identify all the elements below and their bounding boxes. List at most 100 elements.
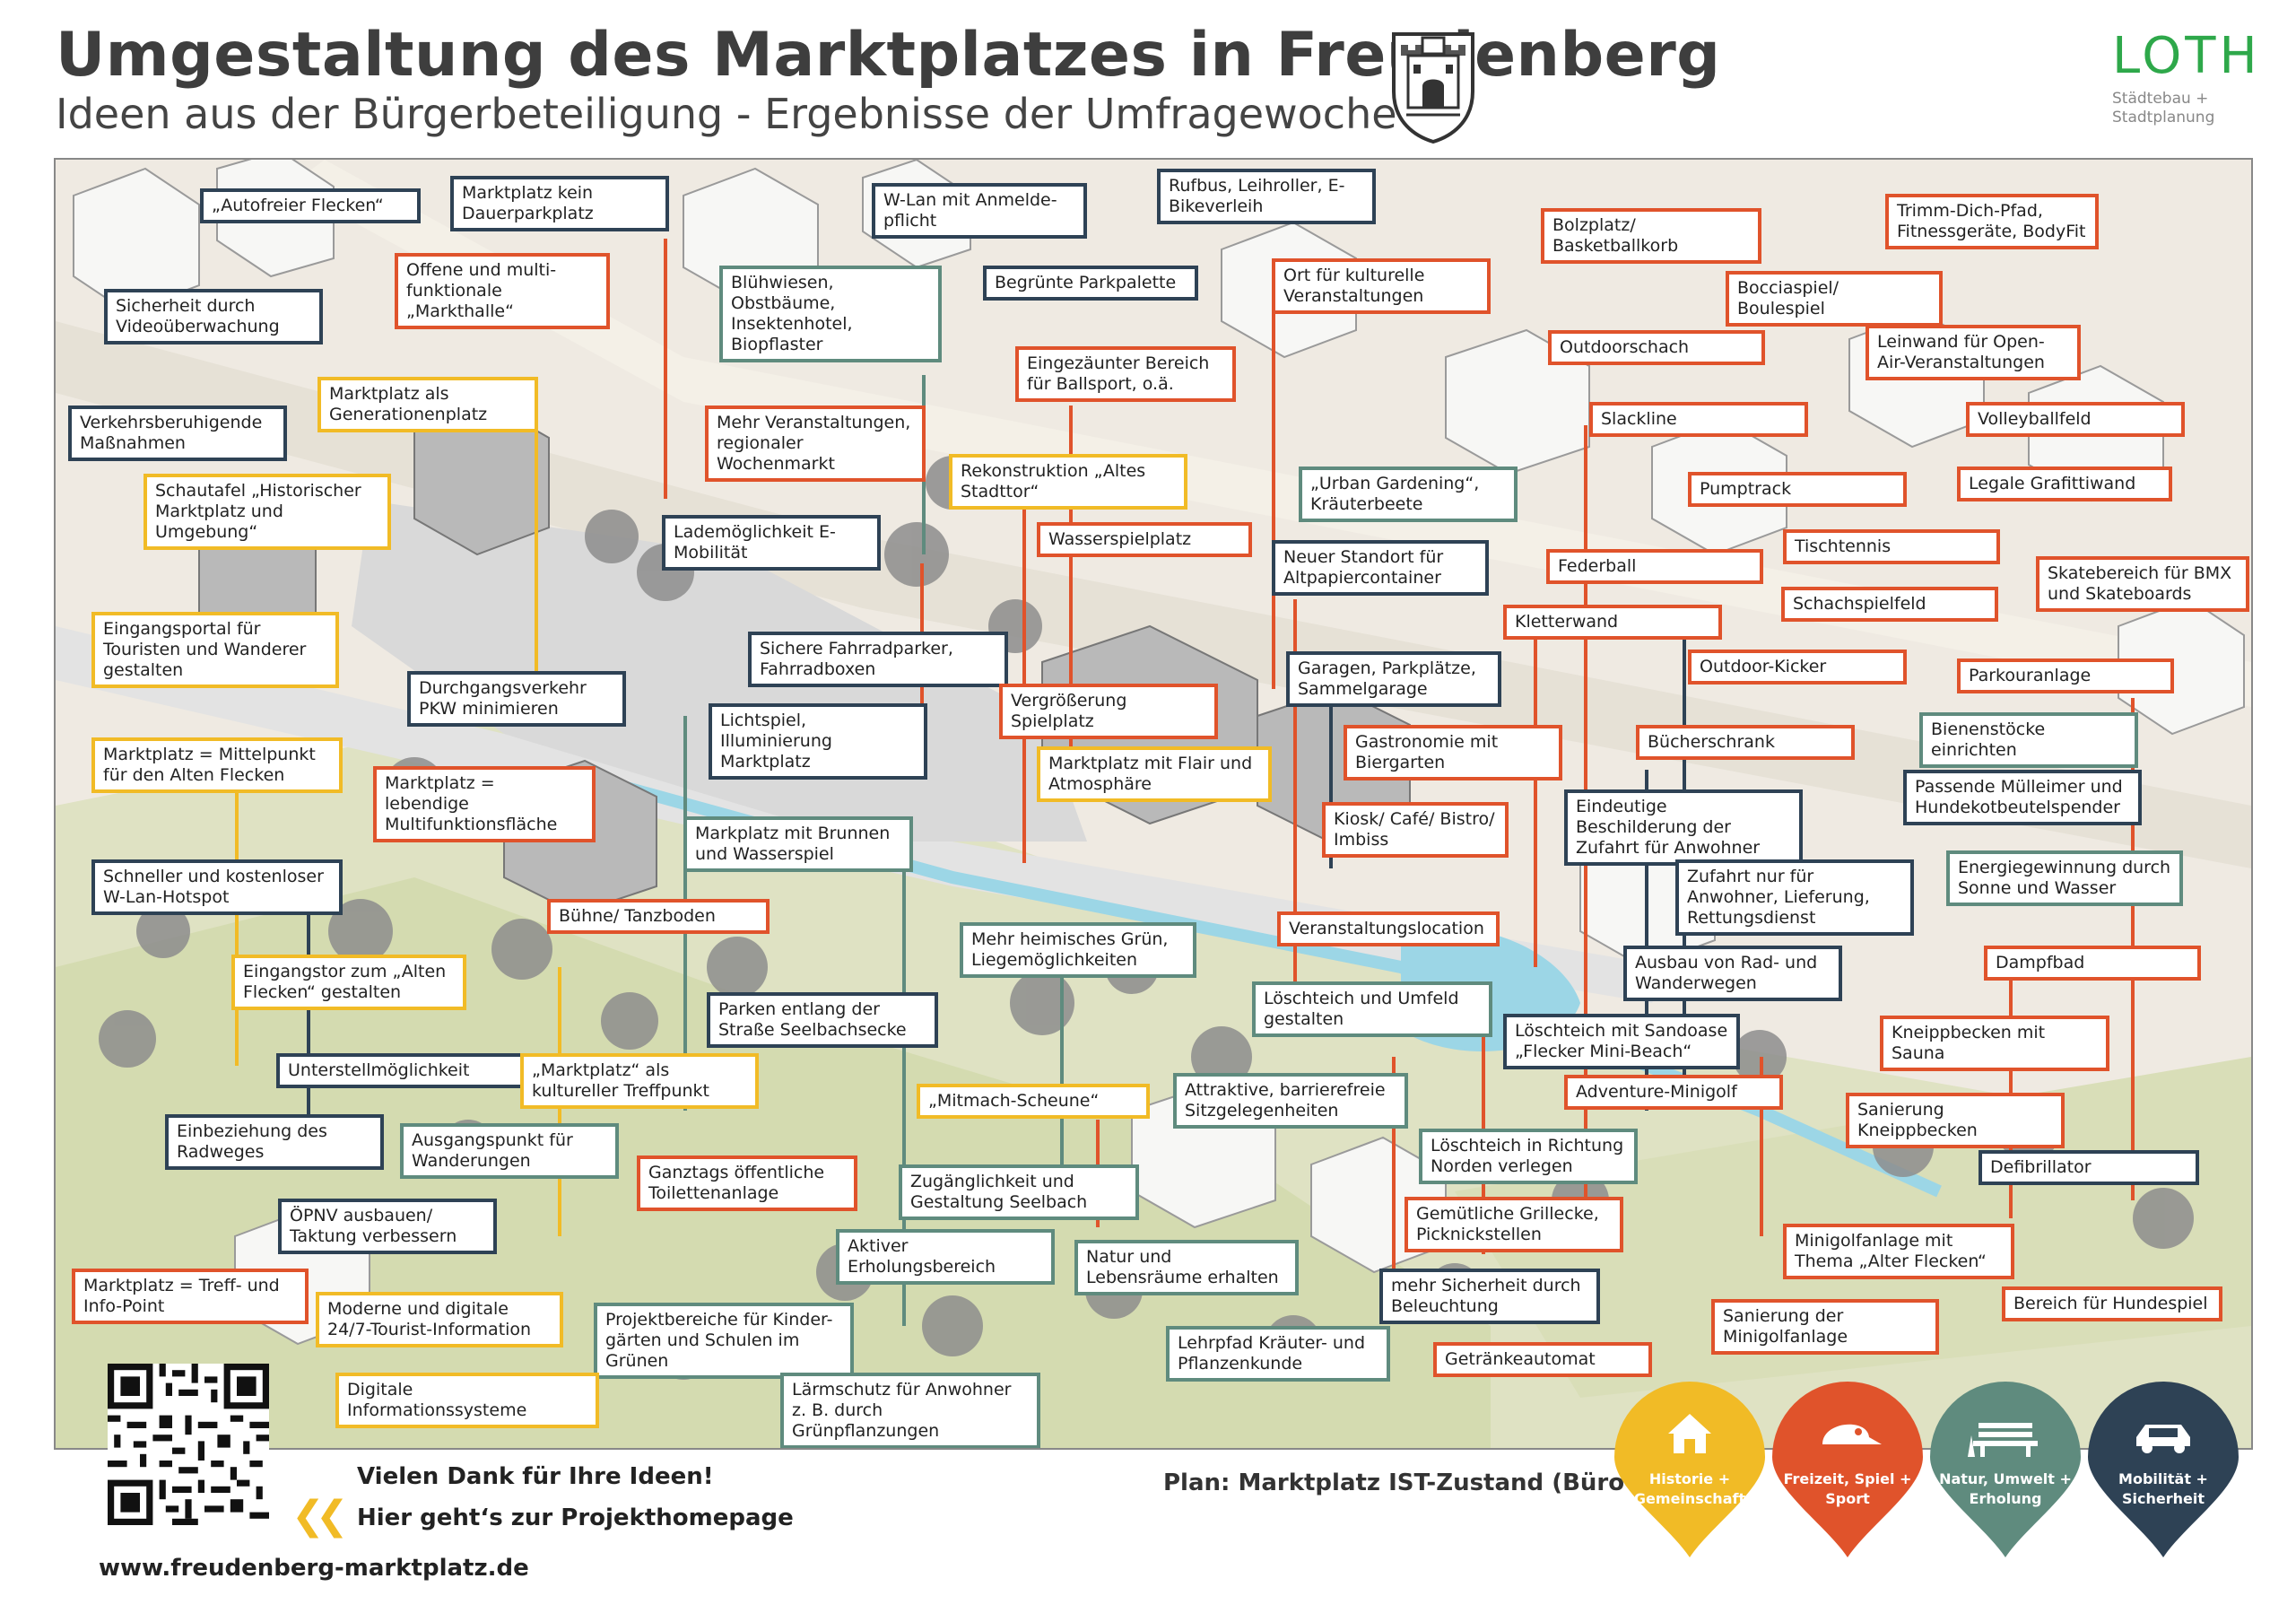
cap-icon xyxy=(1822,1424,1882,1444)
connector-line xyxy=(1482,985,1485,1254)
idea-label-graffitiwand: Legale Grafittiwand xyxy=(1957,467,2172,501)
idea-label-kultureller-treffpunkt: „Marktplatz“ als kultureller Treffpunkt xyxy=(520,1053,759,1109)
site-plan-map: „Autofreier Flecken“ Marktplatz kein Dau… xyxy=(54,158,2253,1450)
idea-label-adventure-minigolf: Adventure-Minigolf xyxy=(1564,1075,1783,1110)
idea-label-volleyballfeld: Volleyballfeld xyxy=(1966,402,2185,437)
connector-line xyxy=(235,788,239,1066)
idea-label-lebensraeume: Natur und Lebensräume erhalten xyxy=(1074,1240,1299,1295)
idea-label-durchgangsverkehr: Durchgangsverkehr PKW minimieren xyxy=(407,671,626,727)
idea-label-e-mobilitaet: Lademöglichkeit E-Mobilität xyxy=(662,515,881,571)
idea-label-buecherschrank: Bücherschrank xyxy=(1636,725,1855,760)
idea-label-wlan-hotspot: Schneller und kostenloser W-Lan-Hotspot xyxy=(91,859,343,915)
idea-label-heimisches-gruen: Mehr heimisches Grün, Liegemöglichkeiten xyxy=(960,922,1196,978)
idea-label-energiegewinnung: Energiegewinnung durch Sonne und Wasser xyxy=(1946,850,2183,906)
idea-label-gastronomie: Gastronomie mit Biergarten xyxy=(1344,725,1562,780)
idea-label-vergroesserung-spielplatz: Vergrößerung Spielplatz xyxy=(999,684,1218,739)
idea-label-kiosk: Kiosk/ Café/ Bistro/ Imbiss xyxy=(1322,802,1509,858)
idea-label-muelleimer: Passende Mülleimer und Hundekotbeutelspe… xyxy=(1903,770,2142,825)
plan-caption: Plan: Marktplatz IST-Zustand (Büro Loth) xyxy=(1163,1469,1702,1496)
idea-label-grillecke: Gemütliche Grillecke, Picknickstellen xyxy=(1405,1197,1623,1252)
idea-label-slackline: Slackline xyxy=(1589,402,1808,437)
idea-label-bluehwiesen: Blühwiesen, Obstbäume, Insektenhotel, Bi… xyxy=(719,266,942,362)
idea-label-bienenstoecke: Bienenstöcke einrichten xyxy=(1919,712,2138,768)
idea-label-lehrpfad: Lehrpfad Kräuter- und Pflanzenkunde xyxy=(1166,1326,1390,1382)
idea-label-altpapiercontainer: Neuer Standort für Altpapiercontainer xyxy=(1272,540,1489,596)
idea-label-sitzgelegenheiten: Attraktive, barrierefreie Sitzgelegenhei… xyxy=(1173,1073,1408,1129)
idea-label-parkouranlage: Parkouranlage xyxy=(1957,658,2174,693)
idea-label-skatebereich: Skatebereich für BMX und Skateboards xyxy=(2036,556,2249,612)
connector-line xyxy=(1534,608,1537,967)
idea-label-tourist-information: Moderne und digitale 24/7-Tourist-Inform… xyxy=(316,1292,563,1347)
idea-label-buehne: Bühne/ Tanzboden xyxy=(547,899,770,934)
idea-label-bocciaspiel: Bocciaspiel/ Boulespiel xyxy=(1726,271,1943,327)
idea-label-kneippbecken-sauna: Kneippbecken mit Sauna xyxy=(1880,1016,2109,1071)
connector-line xyxy=(1069,406,1073,782)
idea-label-laermschutz: Lärmschutz für Anwohner z. B. durch Grün… xyxy=(780,1373,1040,1448)
idea-label-leinwand: Leinwand für Open-Air-Veranstaltungen xyxy=(1866,325,2081,380)
idea-label-beschilderung: Eindeutige Beschilderung der Zufahrt für… xyxy=(1564,789,1803,866)
idea-label-trimm-dich-pfad: Trimm-Dich-Pfad, Fitnessgeräte, BodyFit xyxy=(1885,194,2099,249)
idea-label-seelbach: Zugänglichkeit und Gestaltung Seelbach xyxy=(899,1164,1139,1220)
idea-label-urban-gardening: „Urban Gardening“, Kräuterbeete xyxy=(1299,467,1518,522)
idea-label-rad-wanderwege: Ausbau von Rad- und Wanderwegen xyxy=(1623,946,1842,1001)
connector-line xyxy=(1392,1057,1396,1272)
connector-line xyxy=(1272,294,1275,689)
idea-label-minigolf-alter-flecken: Minigolfanlage mit Thema „Alter Flecken“ xyxy=(1783,1224,2014,1279)
idea-label-flair: Marktplatz mit Flair und Atmosphäre xyxy=(1037,746,1272,802)
idea-label-dampfbad: Dampfbad xyxy=(1984,946,2201,981)
legend-pin-freizeit: Freizeit, Spiel + Sport xyxy=(1763,1382,1932,1561)
idea-label-videoueberwachung: Sicherheit durch Videoüberwachung xyxy=(104,289,323,344)
idea-label-defibrillator: Defibrillator xyxy=(1979,1150,2199,1185)
idea-label-eingangsportal: Eingangsportal für Touristen und Wandere… xyxy=(91,612,339,688)
legend-pin-mobilitaet: Mobilität + Sicherheit xyxy=(2079,1382,2248,1561)
idea-label-mitmach-scheune: „Mitmach-Scheune“ xyxy=(917,1084,1150,1119)
connector-line xyxy=(1760,1057,1763,1236)
idea-label-oepnv: ÖPNV ausbauen/ Taktung verbessern xyxy=(278,1199,497,1254)
connector-line xyxy=(902,842,906,1326)
qr-code[interactable] xyxy=(108,1364,269,1525)
idea-label-sanierung-minigolf: Sanierung der Minigolfanlage xyxy=(1711,1299,1939,1355)
idea-label-eingangstor: Eingangstor zum „Alten Flecken“ gestalte… xyxy=(231,955,466,1010)
idea-label-multifunktionsflaeche: Marktplatz = lebendige Multifunktionsflä… xyxy=(373,766,596,842)
town-crest-icon xyxy=(1392,32,1474,144)
idea-label-wlan-anmeldepflicht: W-Lan mit Anmelde-pflicht xyxy=(872,183,1087,239)
idea-label-federball: Federball xyxy=(1546,549,1763,584)
idea-label-toilettenanlage: Ganztags öffentliche Toilettenanlage xyxy=(637,1155,857,1211)
idea-label-wochenmarkt: Mehr Veranstaltungen, regionaler Wochenm… xyxy=(705,406,926,482)
idea-label-verkehrsberuhigende-massnahmen: Verkehrsberuhigende Maßnahmen xyxy=(68,406,287,461)
idea-label-hundespiel: Bereich für Hundespiel xyxy=(2002,1286,2222,1321)
homepage-link[interactable]: Hier geht‘s zur Projekthomepage xyxy=(357,1504,794,1531)
idea-label-pumptrack: Pumptrack xyxy=(1688,472,1907,507)
idea-label-autofreier-flecken: „Autofreier Flecken“ xyxy=(200,188,421,223)
idea-label-rufbus: Rufbus, Leihroller, E-Bikeverleih xyxy=(1157,169,1376,224)
idea-label-outdoor-kicker: Outdoor-Kicker xyxy=(1688,650,1907,685)
car-icon xyxy=(2136,1425,2190,1453)
legend-pin-historie: Historie + Gemeinschaft xyxy=(1605,1382,1774,1561)
website-url[interactable]: www.freudenberg-marktplatz.de xyxy=(99,1555,529,1582)
connector-line xyxy=(1645,770,1648,1111)
idea-label-loeschteich-umfeld: Löschteich und Umfeld gestalten xyxy=(1252,981,1492,1037)
connector-line xyxy=(1329,689,1333,868)
connector-line xyxy=(1293,599,1297,994)
loth-logo-subtitle: Städtebau + Stadtplanung xyxy=(2112,90,2215,126)
bench-icon xyxy=(1968,1423,2038,1457)
connector-line xyxy=(664,239,667,499)
idea-label-info-point: Marktplatz = Treff- und Info-Point xyxy=(72,1269,309,1324)
idea-label-veranstaltungslocation: Veranstaltungslocation xyxy=(1277,911,1500,946)
idea-label-generationenplatz: Marktplatz als Generationenplatz xyxy=(317,377,538,432)
idea-label-kulturelle-veranstaltungen: Ort für kulturelle Veranstaltungen xyxy=(1272,258,1491,314)
house-icon xyxy=(1668,1414,1711,1453)
idea-label-projektbereiche: Projektbereiche für Kinder-gärten und Sc… xyxy=(594,1303,854,1379)
idea-label-radweg: Einbeziehung des Radweges xyxy=(165,1114,384,1170)
connector-line xyxy=(535,418,538,714)
idea-label-tischtennis: Tischtennis xyxy=(1783,529,2000,564)
idea-label-mini-beach: Löschteich mit Sandoase „Flecker Mini-Be… xyxy=(1503,1014,1740,1069)
idea-label-loeschteich-norden: Löschteich in Richtung Norden verlegen xyxy=(1419,1129,1638,1184)
idea-label-parken-seelbachsecke: Parken entlang der Straße Seelbachsecke xyxy=(707,992,938,1048)
idea-label-fahrradboxen: Sichere Fahrradparker, Fahrradboxen xyxy=(748,632,1008,687)
thanks-text: Vielen Dank für Ihre Ideen! xyxy=(357,1463,714,1490)
idea-label-bolzplatz: Bolzplatz/ Basketballkorb xyxy=(1541,208,1761,264)
idea-label-unterstellmoeglichkeit: Unterstellmöglichkeit xyxy=(276,1053,527,1088)
connector-line xyxy=(307,913,310,1129)
idea-label-sanierung-kneippbecken: Sanierung Kneippbecken xyxy=(1846,1093,2065,1148)
